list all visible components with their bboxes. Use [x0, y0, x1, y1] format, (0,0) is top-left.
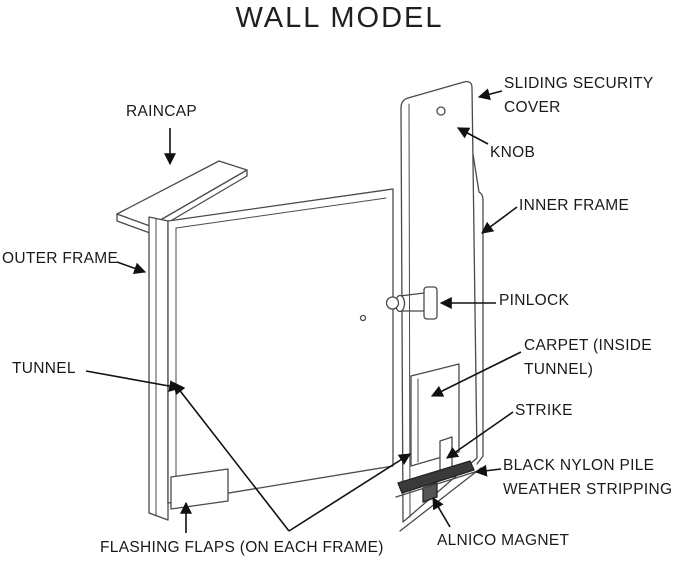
label-strike: STRIKE [515, 402, 573, 419]
leader-flashing-flaps-frame [173, 382, 290, 532]
part-knob-hole [436, 106, 446, 116]
part-tunnel-top-line [175, 197, 387, 229]
label-flashing-flaps: FLASHING FLAPS (ON EACH FRAME) [100, 539, 384, 556]
leader-flashing-flaps-right [288, 453, 412, 532]
leader-alnico-magnet [432, 496, 451, 528]
label-tunnel: TUNNEL [12, 360, 76, 377]
part-raincap-edge2 [149, 169, 248, 234]
label-knob: KNOB [490, 144, 536, 161]
label-raincap: RAINCAP [126, 103, 198, 120]
part-tunnel [167, 188, 394, 504]
label-inner-frame: INNER FRAME [519, 197, 630, 214]
label-outer-frame: OUTER FRAME [2, 250, 119, 267]
part-weather-stripping [397, 460, 475, 494]
leader-carpet [430, 351, 522, 397]
part-pinlock [385, 286, 438, 320]
leader-strike [446, 411, 514, 459]
leader-sliding-security-cover [477, 88, 503, 101]
leader-tunnel [85, 370, 182, 392]
leader-knob [456, 127, 489, 145]
part-screw-hole [359, 314, 367, 322]
label-sliding-security-cover: SLIDING SECURITY COVER [504, 75, 654, 117]
part-flashing-flap [170, 468, 229, 510]
label-pinlock: PINLOCK [499, 292, 570, 309]
label-weather-stripping: BLACK NYLON PILE WEATHER STRIPPING [503, 457, 673, 499]
part-outer-frame [148, 216, 169, 521]
leader-outer-frame [116, 261, 147, 275]
leader-weather-stripping [474, 464, 502, 477]
page-title: WALL MODEL [235, 2, 444, 34]
label-alnico-magnet: ALNICO MAGNET [437, 532, 570, 549]
label-carpet: CARPET (INSIDE TUNNEL) [524, 337, 652, 379]
part-bottom-frame-line [395, 470, 479, 498]
leader-inner-frame [481, 206, 518, 234]
